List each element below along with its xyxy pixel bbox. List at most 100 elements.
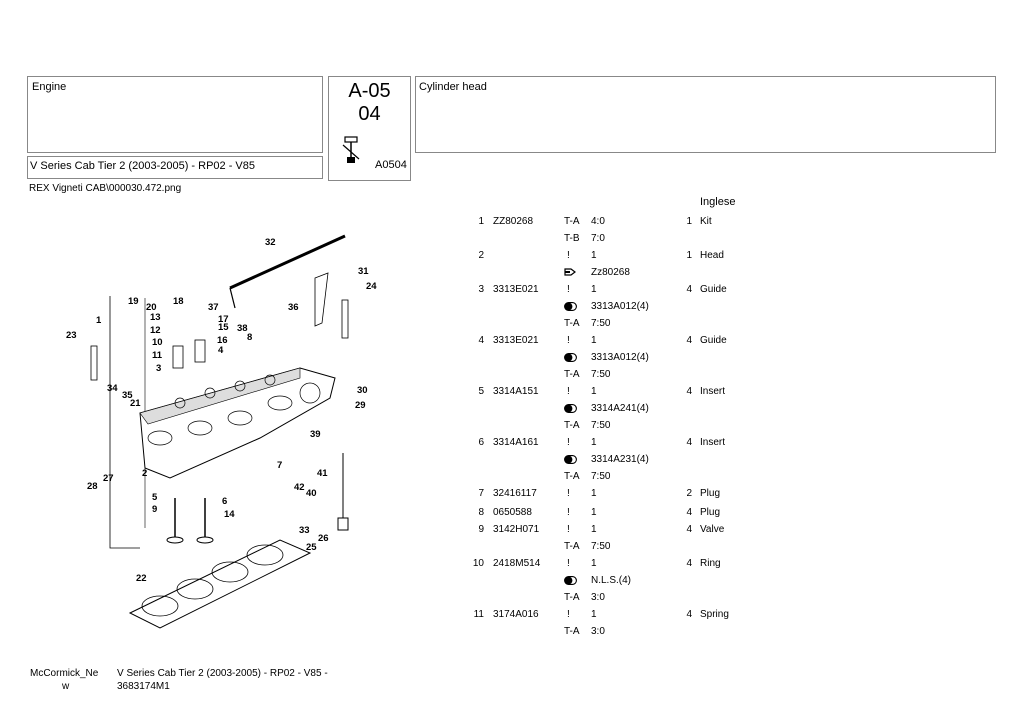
code-a: T-B [564,233,580,244]
part-number: 3314A161 [493,437,539,448]
parts-row: T-A 7:50 [470,315,990,332]
cylinder-head-diagram: 1 2 3 4 5 6 7 8 9 10 11 12 13 14 15 16 1… [66,234,377,629]
code-box: A-05 04 A0504 [328,76,411,181]
label-2: 2 [142,468,147,479]
image-file-label: REX Vigneti CAB\000030.472.png [29,183,182,194]
footer-series-2: 3683174M1 [117,681,170,692]
quantity: 2 [686,488,692,499]
code-a: ! [567,284,570,295]
label-37: 37 [208,302,219,313]
code-b: 1 [591,524,597,535]
description: Head [700,250,724,261]
code-b: 3314A231(4) [591,454,649,465]
code-a: ! [567,558,570,569]
quantity: 1 [686,250,692,261]
label-34: 34 [107,383,118,394]
label-15: 15 [218,322,229,333]
parts-row: N.L.S.(4) [470,572,990,589]
quantity: 1 [686,216,692,227]
quantity: 4 [686,386,692,397]
ref-number: 1 [478,216,484,227]
label-16: 16 [217,335,228,346]
footer-brand-2: w [62,681,70,692]
label-41: 41 [317,468,328,479]
code-a: ! [567,250,570,261]
label-7: 7 [277,460,282,471]
label-33: 33 [299,525,310,536]
ref-number: 11 [473,609,484,620]
parts-row: T-A 3:0 [470,623,990,640]
part-number: 32416117 [493,488,537,499]
label-32: 32 [265,237,276,248]
quantity: 4 [686,335,692,346]
code-b: 1 [591,507,597,518]
parts-row: 3314A241(4) [470,400,990,417]
pointing-hand-icon [564,264,588,281]
series-box: V Series Cab Tier 2 (2003-2005) - RP02 -… [27,156,323,179]
code-b: 7:50 [591,318,611,329]
language-label: Inglese [700,196,736,208]
label-29: 29 [355,400,366,411]
part-number: ZZ80268 [493,216,534,227]
label-36: 36 [288,302,299,313]
description: Plug [700,507,721,518]
description: Guide [700,284,727,295]
series-title: V Series Cab Tier 2 (2003-2005) - RP02 -… [30,160,256,172]
ref-number: 6 [478,437,484,448]
label-28: 28 [87,481,98,492]
code-a: ! [567,386,570,397]
code-b: 7:0 [591,233,605,244]
code-b: 1 [591,284,597,295]
part-number: 3313E021 [493,335,539,346]
part-number: 3174A016 [493,609,539,620]
code-b: 1 [591,335,597,346]
label-1: 1 [96,315,102,326]
ref-number: 4 [478,335,484,346]
ref-number: 10 [472,558,484,569]
code-a: T-A [564,626,580,637]
pill-icon [564,400,588,417]
code-a: T-A [564,318,580,329]
label-30: 30 [357,385,368,396]
part-number: 0650588 [493,507,532,518]
ref-number: 8 [478,507,484,518]
parts-row: 3313A012(4) [470,298,990,315]
code-b: 3313A012(4) [591,352,649,363]
ref-number: 9 [478,524,484,535]
code-a: ! [567,507,570,518]
parts-row: Zz80268 [470,264,990,281]
quantity: 4 [686,437,692,448]
label-3: 3 [156,363,161,374]
code-b: 3:0 [591,592,605,603]
code-b: 1 [591,386,597,397]
engine-icon [342,136,360,163]
part-number: 3142H071 [493,524,540,535]
code-small: A0504 [375,159,407,171]
code-a: ! [567,524,570,535]
label-35: 35 [122,390,133,401]
code-b: 7:50 [591,369,611,380]
code-b: 1 [591,558,597,569]
code-b: 3:0 [591,626,605,637]
label-17: 17 [218,314,229,325]
label-18: 18 [173,296,184,307]
parts-row: 3314A231(4) [470,451,990,468]
parts-row: 3313A012(4) [470,349,990,366]
description: Insert [700,386,726,397]
code-b: 1 [591,488,597,499]
description: Valve [700,524,725,535]
label-4: 4 [218,345,224,356]
description: Insert [700,437,726,448]
section-title: Cylinder head [419,81,487,93]
code-a: ! [567,335,570,346]
